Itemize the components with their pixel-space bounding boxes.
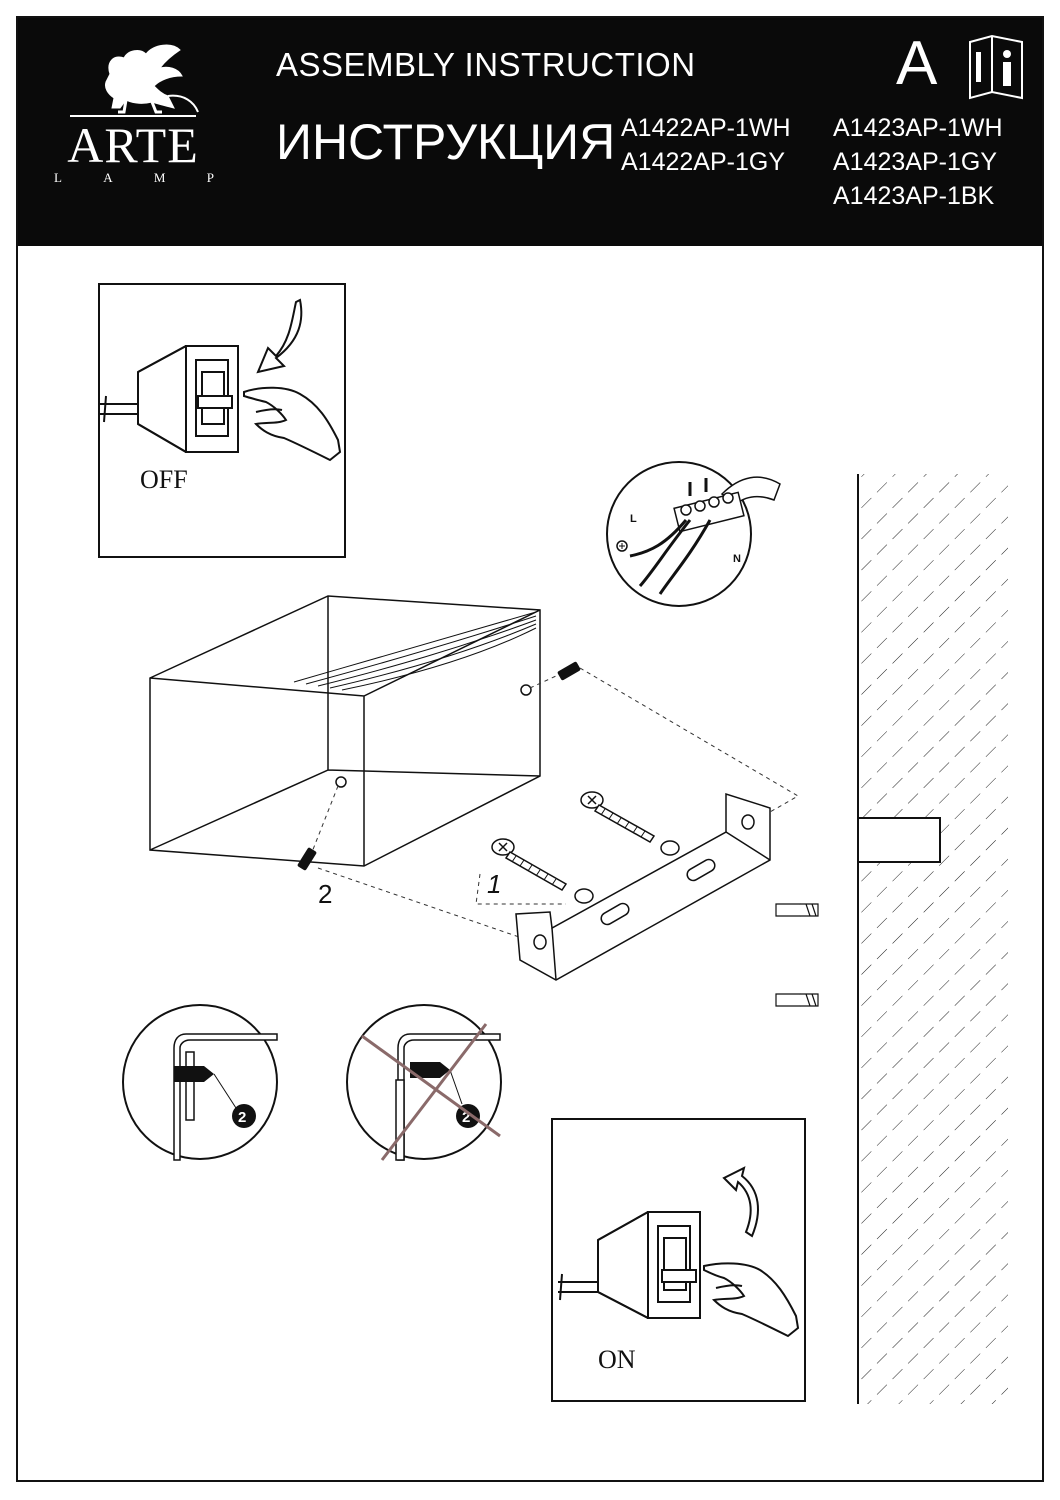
switch-off-label: OFF	[140, 465, 188, 494]
model-list: A1422AP-1WH A1423AP-1WH A1422AP-1GY A142…	[621, 114, 1041, 224]
wall-switch-icon	[558, 1211, 701, 1319]
switch-off-panel: OFF	[98, 283, 346, 558]
badge-ok: 2	[238, 1109, 246, 1126]
wall-plug-icon	[775, 903, 819, 1007]
correct-screw-detail: 2	[122, 1004, 278, 1161]
title-russian: ИНСТРУКЦИЯ	[276, 114, 616, 170]
hand-icon	[243, 386, 342, 462]
cross-out-icon	[361, 1023, 501, 1161]
wrong-screw-detail: 2	[346, 1004, 502, 1161]
model-code: A1422AP-1GY	[621, 148, 785, 176]
switch-on-panel: ON	[551, 1118, 806, 1402]
model-code: A1422AP-1WH	[621, 114, 791, 142]
curved-arrow-icon	[722, 1166, 759, 1238]
brand-sub-letter: P	[206, 170, 214, 185]
wall-switch-icon	[100, 345, 239, 453]
brand-name: ARTE	[67, 117, 199, 173]
section-letter: A	[896, 29, 938, 98]
mounting-bracket	[515, 792, 771, 981]
wire-l-label: L	[630, 513, 637, 525]
mounting-screw-icon	[491, 838, 594, 904]
set-screw-icon	[297, 661, 581, 871]
wiring-detail: L N	[606, 461, 781, 607]
hand-icon	[703, 1262, 800, 1338]
badge-wrong: 2	[462, 1109, 470, 1126]
griffin-logo-icon	[70, 44, 199, 117]
info-manual-icon	[969, 34, 1023, 100]
model-code: A1423AP-1WH	[833, 114, 1003, 142]
curved-arrow-icon	[256, 298, 303, 374]
mounting-screw-icon	[580, 791, 680, 856]
brand-subtitle: L A M P	[54, 170, 214, 186]
lamp-housing	[149, 595, 541, 867]
brand-sub-letter: L	[54, 170, 62, 185]
header-bar: ARTE L A M P ASSEMBLY INSTRUCTION ИНСТРУ…	[18, 18, 1042, 246]
title-english: ASSEMBLY INSTRUCTION	[276, 46, 696, 83]
instruction-sheet: ARTE L A M P ASSEMBLY INSTRUCTION ИНСТРУ…	[16, 16, 1044, 1482]
brand-sub-letter: A	[103, 170, 113, 185]
callout-1: 1	[487, 869, 501, 899]
brand-sub-letter: M	[153, 170, 166, 185]
switch-on-label: ON	[598, 1345, 636, 1374]
model-code: A1423AP-1GY	[833, 148, 997, 176]
callout-2: 2	[318, 879, 332, 909]
guide-lines	[311, 667, 799, 939]
wire-n-label: N	[733, 553, 741, 565]
model-code: A1423AP-1BK	[833, 182, 995, 210]
wall-section	[857, 474, 1008, 1404]
